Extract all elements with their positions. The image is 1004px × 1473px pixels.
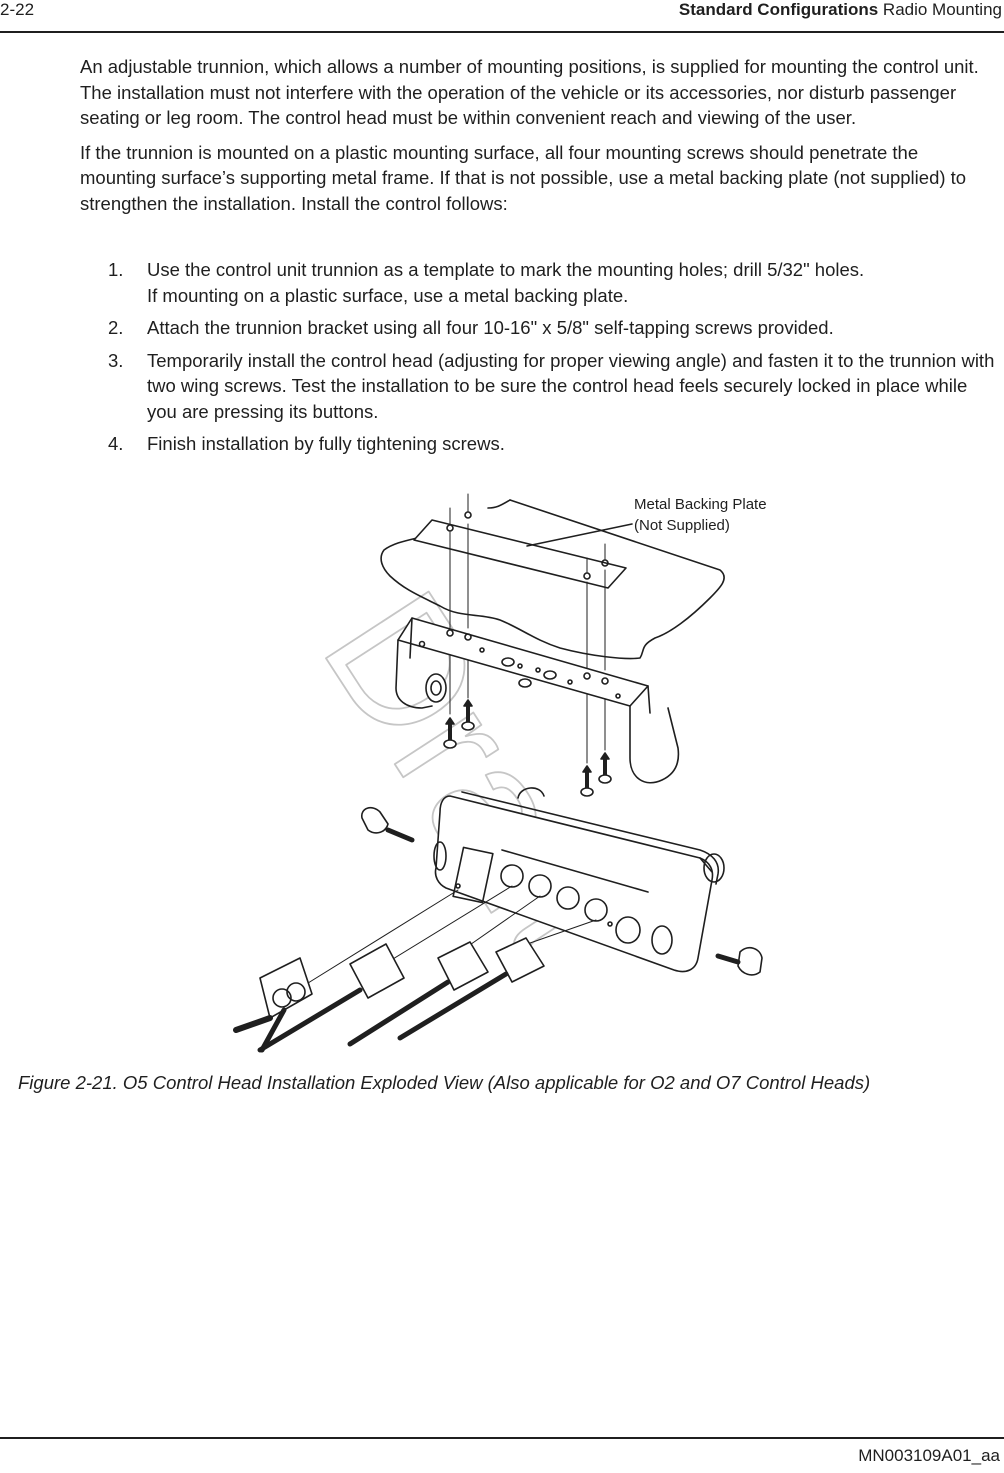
list-item: 4. Finish installation by fully tighteni… bbox=[108, 431, 998, 457]
list-item: 2. Attach the trunnion bracket using all… bbox=[108, 315, 998, 341]
trunnion-bracket bbox=[395, 617, 680, 784]
footer-rule bbox=[0, 1437, 1004, 1439]
step-text: Use the control unit trunnion as a templ… bbox=[147, 259, 865, 280]
callout-label: Metal Backing Plate (Not Supplied) bbox=[634, 494, 767, 536]
metal-backing-plate bbox=[413, 519, 627, 589]
exploded-view-drawing: Draft bbox=[233, 493, 763, 1053]
step-text: Attach the trunnion bracket using all fo… bbox=[147, 317, 834, 338]
document-id: MN003109A01_aa bbox=[858, 1446, 1000, 1465]
callout-leader bbox=[526, 523, 633, 547]
step-number: 2. bbox=[108, 317, 124, 338]
step-text-continued: If mounting on a plastic surface, use a … bbox=[147, 284, 629, 306]
installation-steps: 1. Use the control unit trunnion as a te… bbox=[108, 257, 998, 464]
figure-caption: Figure 2-21. O5 Control Head Installatio… bbox=[18, 1072, 871, 1093]
page-header: 2-22 Standard Configurations Radio Mount… bbox=[0, 0, 1004, 34]
cable-connectors bbox=[233, 937, 545, 1053]
running-head-topic: Radio Mounting bbox=[878, 0, 1002, 19]
mounting-surface bbox=[380, 499, 725, 660]
control-head bbox=[433, 787, 725, 973]
paragraph-intro: An adjustable trunnion, which allows a n… bbox=[80, 56, 979, 128]
callout-line-2: (Not Supplied) bbox=[634, 517, 730, 534]
callout-line-1: Metal Backing Plate bbox=[634, 496, 767, 513]
step-text: Finish installation by fully tightening … bbox=[147, 433, 505, 454]
paragraph-plastic-surface: If the trunnion is mounted on a plastic … bbox=[80, 141, 967, 214]
step-text: Temporarily install the control head (ad… bbox=[147, 349, 995, 422]
header-rule bbox=[0, 31, 1004, 33]
body-text: An adjustable trunnion, which allows a n… bbox=[80, 54, 998, 225]
running-head: Standard Configurations Radio Mounting bbox=[679, 0, 1002, 20]
page-number: 2-22 bbox=[0, 0, 35, 19]
step-number: 3. bbox=[108, 349, 124, 371]
mounting-screws bbox=[443, 699, 612, 797]
list-item: 3. Temporarily install the control head … bbox=[108, 348, 998, 425]
step-number: 4. bbox=[108, 433, 124, 454]
running-head-section: Standard Configurations bbox=[678, 0, 879, 19]
step-number: 1. bbox=[108, 259, 124, 280]
exploded-view-figure: Draft bbox=[200, 478, 800, 1058]
wing-screws bbox=[361, 806, 763, 976]
list-item: 1. Use the control unit trunnion as a te… bbox=[108, 257, 998, 308]
